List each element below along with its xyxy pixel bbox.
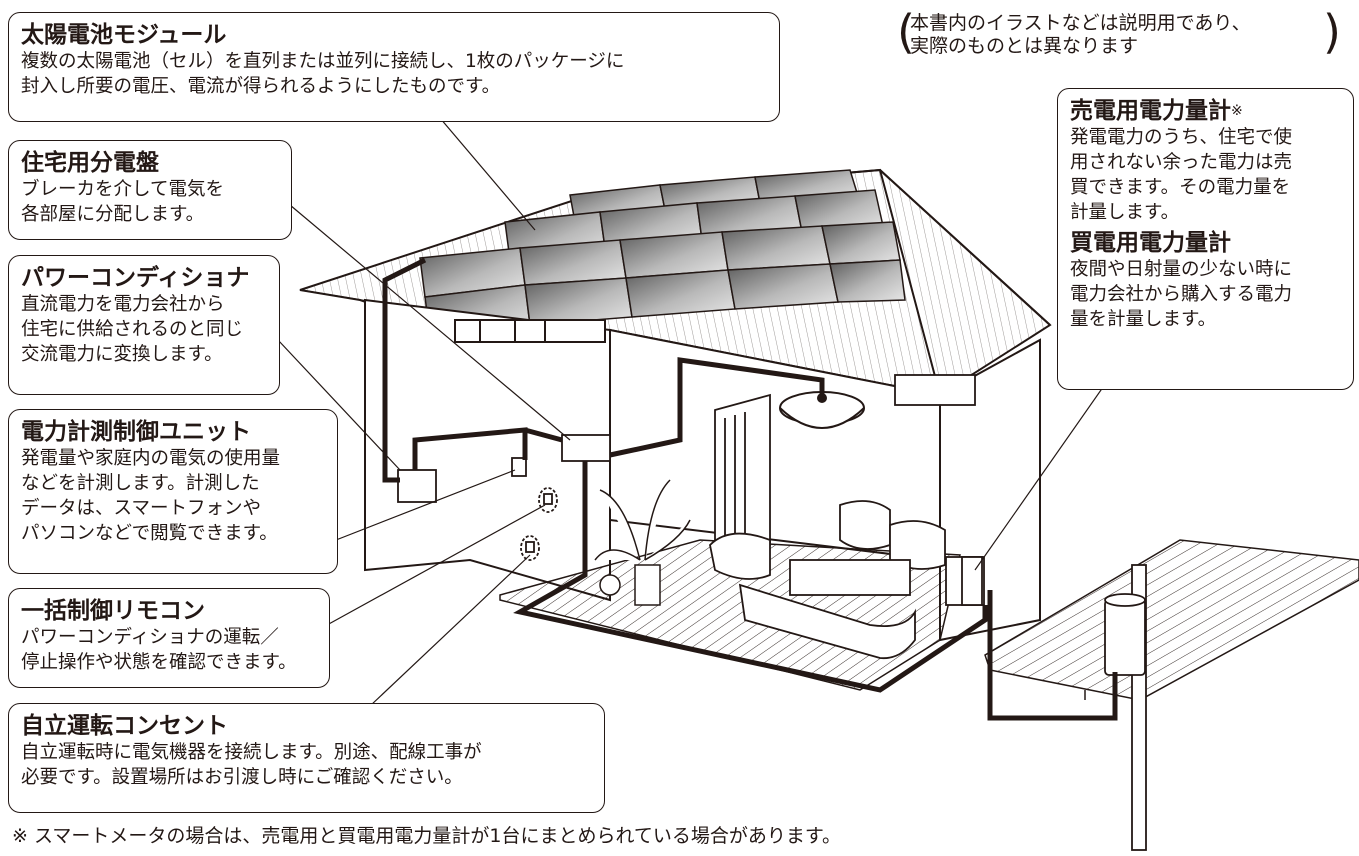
solar-module-desc: 複数の太陽電池（セル）を直列または並列に接続し、1枚のパッケージに 封入し所要の… [21,51,625,97]
distribution-board-title: 住宅用分電盤 [21,150,159,176]
ceiling-lamp [779,391,865,429]
distribution-board-desc: ブレーカを介して電気を 各部屋に分配します。 [21,179,224,225]
disclaimer-close-paren: ) [1323,5,1341,59]
remote-control-title: 一括制御リモコン [21,598,205,624]
callout-solar-module: 太陽電池モジュール 複数の太陽電池（セル）を直列または並列に接続し、1枚のパッケ… [8,12,780,122]
sell-meter-title-text: 売電用電力量計 [1070,98,1231,124]
air-conditioner [894,374,976,406]
power-conditioner-title: パワーコンディショナ [21,265,250,291]
sell-meter-title: 売電用電力量計※ [1070,97,1341,125]
deck [984,539,1359,701]
callout-power-conditioner: パワーコンディショナ 直流電力を電力会社から 住宅に供給されるのと同じ 交流電力… [8,255,280,395]
remote-control-desc: パワーコンディショナの運転／ 停止操作や状態を確認できます。 [21,627,297,673]
sell-meter-footnote-mark: ※ [1231,103,1243,119]
callout-distribution-board: 住宅用分電盤 ブレーカを介して電気を 各部屋に分配します。 [8,140,292,240]
footnote: ※ スマートメータの場合は、売電用と買電用電力量計が1台にまとめられている場合が… [12,825,842,847]
leader-lines [277,117,1116,707]
meter-pole [1104,564,1147,851]
disclaimer-note: 本書内のイラストなどは説明用であり、 実際のものとは異なります [910,12,1251,57]
callout-meters: 売電用電力量計※ 発電電力のうち、住宅で使 用されない余った電力は売 買できます… [1057,88,1354,390]
door [714,393,771,557]
callout-measurement-unit: 電力計測制御ユニット 発電量や家庭内の電気の使用量 などを計測します。計測した … [8,409,338,574]
outlet-desc: 自立運転時に電気機器を接続します。別途、配線工事が 必要です。設置場所はお引渡し… [21,742,482,788]
callout-remote-control: 一括制御リモコン パワーコンディショナの運転／ 停止操作や状態を確認できます。 [8,588,330,688]
measurement-unit-title: 電力計測制御ユニット [21,419,251,445]
solar-module-title: 太陽電池モジュール [21,22,227,48]
solar-panels [419,169,906,336]
wiring [382,257,1118,721]
sofas [709,500,946,660]
power-conditioner-desc: 直流電力を電力会社から 住宅に供給されるのと同じ 交流電力に変換します。 [21,294,244,365]
outlet-title: 自立運転コンセント [21,713,228,739]
sell-meter-desc: 発電電力のうち、住宅で使 用されない余った電力は売 買できます。その電力量を 計… [1070,127,1293,223]
disclaimer-open-paren: ( [897,5,915,59]
equipment [397,434,985,606]
plant [594,479,691,606]
buy-meter-title: 買電用電力量計 [1070,230,1231,256]
callout-outlet: 自立運転コンセント 自立運転時に電気機器を接続します。別途、配線工事が 必要です… [8,703,605,813]
buy-meter-desc: 夜間や日射量の少ない時に 電力会社から購入する電力 量を計量します。 [1070,259,1293,330]
measurement-unit-desc: 発電量や家庭内の電気の使用量 などを計測します。計測した データは、スマートフォ… [21,448,281,544]
